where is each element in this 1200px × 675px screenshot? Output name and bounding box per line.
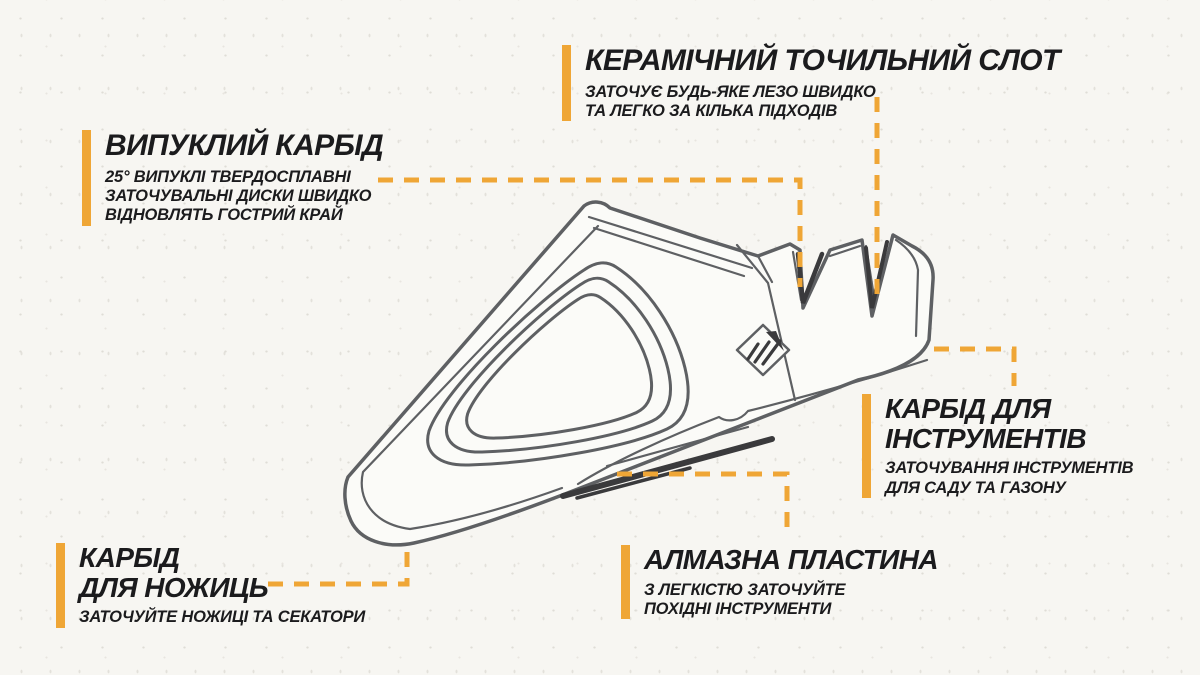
callout-title-line: КАРБІД bbox=[79, 542, 180, 573]
callout-description-line: ТА ЛЕГКО ЗА КІЛЬКА ПІДХОДІВ bbox=[585, 102, 838, 121]
handle-inner-edge-line bbox=[360, 224, 600, 531]
diamond-plate-edge bbox=[560, 436, 775, 499]
callout-title-line: ІНСТРУМЕНТІВ bbox=[885, 422, 1087, 454]
leader-line-convex-carbide bbox=[378, 177, 803, 287]
diamond-plate-edge-3 bbox=[605, 425, 750, 468]
accent-bar bbox=[621, 545, 630, 620]
callout-description-line: ЗАТОЧУЄ БУДЬ-ЯКЕ ЛЕЗО ШВИДКО bbox=[585, 82, 876, 101]
callout-description-line: ДЛЯ САДУ ТА ГАЗОНУ bbox=[885, 478, 1066, 497]
handle-top-edge-lines bbox=[587, 215, 754, 278]
leader-line-scissors-carbide bbox=[268, 545, 410, 587]
slot-wall-lines bbox=[791, 238, 920, 338]
leader-line-diamond-plate bbox=[617, 471, 790, 538]
base-inner-edge bbox=[576, 358, 929, 486]
callout-description-line: 25° ВИПУКЛІ ТВЕРДОСПЛАВНІ bbox=[105, 167, 351, 186]
callout-title-line: КЕРАМІЧНИЙ ТОЧИЛЬНИЙ СЛОТ bbox=[585, 44, 1060, 77]
ceramic-slot-shadow bbox=[864, 240, 889, 309]
callout-title-line: КАРБІД ДЛЯ bbox=[885, 393, 1051, 424]
callout-description-line: ЗАТОЧУВАЛЬНІ ДИСКИ ШВИДКО bbox=[105, 187, 372, 206]
callout-description-line: ВІДНОВЛЯТЬ ГОСТРИЙ КРАЙ bbox=[105, 206, 343, 225]
callout-description-line: З ЛЕГКІСТЮ ЗАТОЧУЙТЕ bbox=[644, 580, 846, 599]
brand-badge bbox=[735, 323, 791, 377]
callout-title-line: ДЛЯ НОЖИЦЬ bbox=[79, 571, 269, 603]
accent-bar bbox=[562, 45, 571, 122]
callout-description-line: ПОХІДНІ ІНСТРУМЕНТИ bbox=[644, 599, 832, 618]
callout-ceramic-slot: КЕРАМІЧНИЙ ТОЧИЛЬНИЙ СЛОТ ЗАТОЧУЄ БУДЬ-Я… bbox=[562, 44, 1060, 122]
leader-line-tool-carbide bbox=[934, 346, 1017, 386]
callout-title-line: ВИПУКЛИЙ КАРБІД bbox=[105, 129, 384, 162]
callout-diamond-plate: АЛМАЗНА ПЛАСТИНА З ЛЕГКІСТЮ ЗАТОЧУЙТЕ ПО… bbox=[621, 544, 939, 620]
callout-convex-carbide: ВИПУКЛИЙ КАРБІД 25° ВИПУКЛІ ТВЕРДОСПЛАВН… bbox=[82, 129, 384, 226]
accent-bar bbox=[82, 130, 91, 226]
grip-hole-outline bbox=[428, 263, 688, 465]
accent-bar bbox=[862, 394, 871, 498]
callout-description-line: ЗАТОЧУВАННЯ ІНСТРУМЕНТІВ bbox=[885, 459, 1134, 478]
callout-title-line: АЛМАЗНА ПЛАСТИНА bbox=[644, 544, 939, 575]
carbide-slot-shadow bbox=[795, 251, 825, 304]
callout-scissors-carbide: КАРБІД ДЛЯ НОЖИЦЬ ЗАТОЧУЙТЕ НОЖИЦІ ТА СЕ… bbox=[56, 543, 365, 628]
callout-description-line: ЗАТОЧУЙТЕ НОЖИЦІ ТА СЕКАТОРИ bbox=[79, 608, 366, 627]
sharpener-body-outline bbox=[343, 200, 935, 547]
callout-tool-carbide: КАРБІД ДЛЯ ІНСТРУМЕНТІВ ЗАТОЧУВАННЯ ІНСТ… bbox=[862, 393, 1134, 498]
accent-bar bbox=[56, 543, 65, 628]
